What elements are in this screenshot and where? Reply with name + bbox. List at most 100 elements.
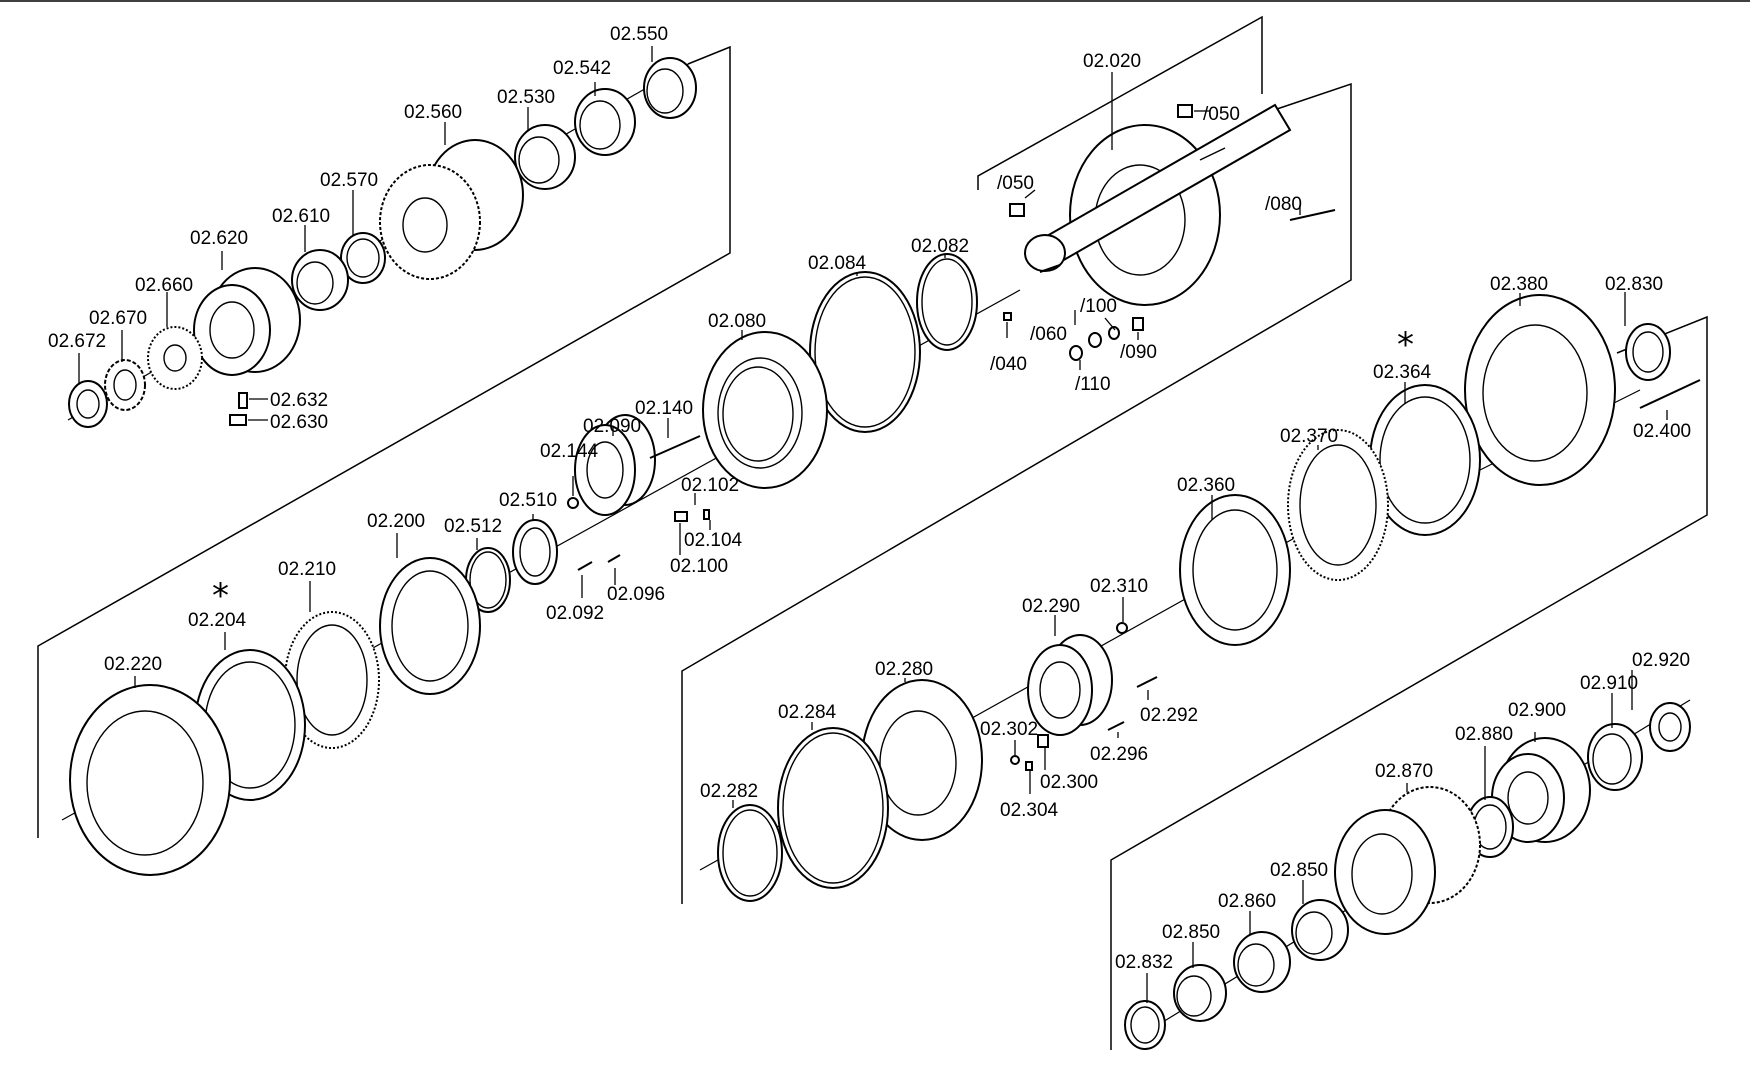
label-02-090: 02.090 bbox=[583, 416, 641, 437]
part-02-284-seal-ring bbox=[777, 727, 889, 889]
part-02-096-pin bbox=[607, 554, 621, 563]
label-02-850-upper: 02.850 bbox=[1270, 860, 1328, 881]
label-02-084: 02.084 bbox=[808, 253, 867, 274]
label-02-292: 02.292 bbox=[1140, 705, 1198, 726]
part-02-296-pin bbox=[1107, 721, 1125, 731]
label-02-360: 02.360 bbox=[1177, 475, 1235, 496]
label-100: /100 bbox=[1080, 296, 1117, 317]
label-02-550: 02.550 bbox=[610, 24, 668, 45]
part-02-920-nut bbox=[1649, 702, 1691, 752]
part-050-bolt-top bbox=[1177, 104, 1193, 118]
label-02-082: 02.082 bbox=[911, 236, 969, 257]
part-02-020-shaft-flange bbox=[1024, 103, 1292, 306]
part-080-bolt bbox=[1289, 209, 1336, 221]
part-02-290-housing bbox=[1027, 634, 1113, 736]
label-02-364: 02.364 bbox=[1373, 362, 1432, 383]
part-02-292-pin bbox=[1136, 676, 1158, 688]
part-02-830-ring bbox=[1625, 323, 1671, 381]
label-02-304: 02.304 bbox=[1000, 800, 1059, 821]
frame-right bbox=[1110, 315, 1708, 1050]
part-02-850-bushing-upper bbox=[1291, 899, 1349, 961]
label-02-080: 02.080 bbox=[708, 311, 766, 332]
label-02-900: 02.900 bbox=[1508, 700, 1566, 721]
part-02-510-ring bbox=[512, 519, 558, 585]
label-02-020: 02.020 bbox=[1083, 51, 1141, 72]
label-02-920: 02.920 bbox=[1632, 650, 1690, 671]
part-02-550-bushing bbox=[643, 57, 697, 119]
label-02-670: 02.670 bbox=[89, 308, 147, 329]
part-02-140-pin bbox=[649, 435, 701, 459]
part-02-870-gear bbox=[1334, 786, 1481, 935]
label-02-210: 02.210 bbox=[278, 559, 336, 580]
part-060-bolt bbox=[1039, 264, 1061, 273]
label-02-282: 02.282 bbox=[700, 781, 758, 802]
label-02-296: 02.296 bbox=[1090, 744, 1148, 765]
part-02-104-pin bbox=[703, 509, 710, 520]
label-060: /060 bbox=[1030, 324, 1067, 345]
part-040-plug bbox=[1003, 312, 1012, 321]
label-02-302: 02.302 bbox=[980, 719, 1038, 740]
label-02-096: 02.096 bbox=[607, 584, 665, 605]
label-02-630: 02.630 bbox=[270, 412, 328, 433]
part-02-610-bushing bbox=[291, 249, 349, 311]
part-02-302-ball bbox=[1010, 755, 1020, 765]
label-02-672: 02.672 bbox=[48, 331, 106, 352]
label-02-530: 02.530 bbox=[497, 87, 555, 108]
part-02-092-pin bbox=[577, 561, 593, 571]
part-02-370-friction-disc bbox=[1287, 429, 1389, 581]
label-02-220: 02.220 bbox=[104, 654, 162, 675]
part-02-860-bushing bbox=[1233, 931, 1291, 993]
part-02-300-spring bbox=[1037, 734, 1049, 748]
part-02-360-disc bbox=[1179, 494, 1291, 646]
label-02-144: 02.144 bbox=[540, 441, 599, 462]
frame-center bbox=[977, 15, 1263, 190]
part-02-090-piston-housing bbox=[574, 414, 656, 516]
label-02-850-lower: 02.850 bbox=[1162, 922, 1220, 943]
label-02-632: 02.632 bbox=[270, 390, 328, 411]
part-02-220-drum bbox=[69, 684, 231, 876]
part-02-672-nut bbox=[68, 380, 108, 428]
label-02-370: 02.370 bbox=[1280, 426, 1338, 447]
part-02-282-seal-ring bbox=[717, 804, 783, 902]
part-110-screws bbox=[1069, 332, 1102, 361]
part-labels: 02.550 02.542 02.530 02.560 02.570 02.61… bbox=[48, 24, 1691, 973]
label-02-870: 02.870 bbox=[1375, 761, 1433, 782]
part-02-910-ring bbox=[1587, 723, 1643, 791]
label-080: /080 bbox=[1265, 194, 1302, 215]
label-02-560: 02.560 bbox=[404, 102, 462, 123]
part-02-832-ring bbox=[1124, 1000, 1166, 1050]
label-02-100: 02.100 bbox=[670, 556, 728, 577]
part-02-660-gear bbox=[147, 326, 203, 390]
part-050-nut-left bbox=[1009, 203, 1025, 217]
part-02-530-bushing bbox=[514, 124, 576, 190]
part-02-400-pin bbox=[1639, 379, 1701, 409]
label-02-204: 02.204 bbox=[188, 610, 247, 631]
label-02-140: 02.140 bbox=[635, 398, 693, 419]
label-02-512: 02.512 bbox=[444, 516, 502, 537]
star-marker-02-204: * bbox=[212, 576, 229, 616]
label-050-left: /050 bbox=[997, 173, 1034, 194]
label-02-284: 02.284 bbox=[778, 702, 837, 723]
frame-upper-left bbox=[37, 45, 731, 838]
label-02-832: 02.832 bbox=[1115, 952, 1173, 973]
part-02-670-lock-washer bbox=[104, 359, 146, 411]
label-110: /110 bbox=[1075, 374, 1111, 395]
part-02-380-drum bbox=[1464, 294, 1616, 486]
part-02-570-ring bbox=[340, 232, 386, 284]
part-02-630-plate bbox=[229, 414, 247, 426]
label-02-380: 02.380 bbox=[1490, 274, 1548, 295]
leader-lines bbox=[78, 46, 1668, 1003]
label-02-310: 02.310 bbox=[1090, 576, 1148, 597]
label-02-290: 02.290 bbox=[1022, 596, 1080, 617]
part-090-spring bbox=[1132, 317, 1144, 331]
label-02-570: 02.570 bbox=[320, 170, 378, 191]
part-02-200-disc bbox=[379, 557, 481, 695]
frame-center-right bbox=[681, 82, 1352, 904]
label-02-102: 02.102 bbox=[681, 475, 739, 496]
part-02-082-seal-ring bbox=[916, 253, 978, 351]
part-02-620-bearing bbox=[193, 267, 301, 376]
part-02-542-bushing bbox=[574, 88, 636, 156]
label-02-660: 02.660 bbox=[135, 275, 193, 296]
label-02-092: 02.092 bbox=[546, 603, 604, 624]
label-02-830: 02.830 bbox=[1605, 274, 1663, 295]
